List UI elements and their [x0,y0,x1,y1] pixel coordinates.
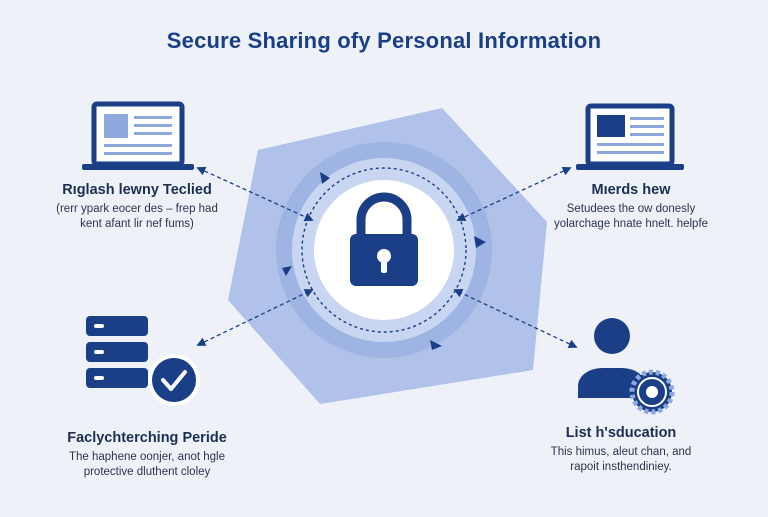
node-top-right-text: Mıerds hew Setudees the ow donesly yolar… [516,182,746,232]
node-bottom-left-line1: The haphene oonjer, anot hgle [68,451,226,463]
node-bottom-left-text: Faclychterching Peride The haphene oonje… [32,430,262,480]
node-bottom-right-line2: rapoit insthendiniey. [570,461,672,473]
node-top-right-line2: yolarchage hnate hnelt. helpfe [553,218,709,230]
node-bottom-left-line2: protective dluthent cloley [83,466,211,478]
node-top-left-line1: (rerr ypark eocer des – frep had [56,203,218,215]
node-top-right-heading: Mıerds hew [591,182,671,198]
page-title: Secure Sharing ofy Personal Information [166,28,602,53]
node-top-right-line1: Setudees the ow donesly [566,203,696,215]
node-bottom-right-heading: List h'sducation [565,425,677,441]
node-top-left-heading: Rıglash lewny Teclied [62,182,212,198]
connector-bottom-left [196,289,314,346]
node-top-left-text: Rıglash lewny Teclied (rerr ypark eocer … [22,182,252,232]
laptop-icon [82,101,194,170]
orbit-arrow [430,340,442,350]
node-bottom-right-line1: This himus, aleut chan, and [550,446,692,458]
user-gear-icon [578,318,675,415]
dashed-orbit [301,167,467,333]
padlock-icon [350,192,418,286]
orbit-arrow [474,236,486,248]
connector-bottom-right [453,288,578,349]
node-bottom-right-text: List h'sducation This himus, aleut chan,… [506,425,736,475]
node-bottom-left-heading: Faclychterching Peride [67,430,227,446]
node-top-left-line2: kent afant lir nef fums) [80,218,194,230]
orbit-arrow [320,172,330,184]
laptop-icon [576,103,684,170]
server-check-icon [86,316,200,406]
orbit-arrow [282,266,292,276]
